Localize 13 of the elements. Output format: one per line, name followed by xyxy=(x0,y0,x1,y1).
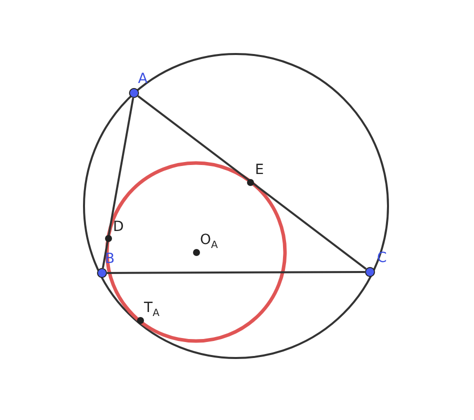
point-marker xyxy=(97,268,107,278)
triangle-side xyxy=(107,271,365,274)
point-label: O$_{A}$ xyxy=(200,232,218,253)
point-marker xyxy=(192,248,200,256)
point-label: D xyxy=(113,219,124,235)
point-marker xyxy=(365,267,375,277)
point-label: E xyxy=(255,162,264,178)
point-marker xyxy=(129,88,139,98)
triangle-side xyxy=(102,98,134,268)
point-label: A xyxy=(138,71,148,87)
point-label: T$_{A}$ xyxy=(144,300,160,321)
triangle-side xyxy=(137,95,367,270)
point-marker xyxy=(104,234,112,242)
